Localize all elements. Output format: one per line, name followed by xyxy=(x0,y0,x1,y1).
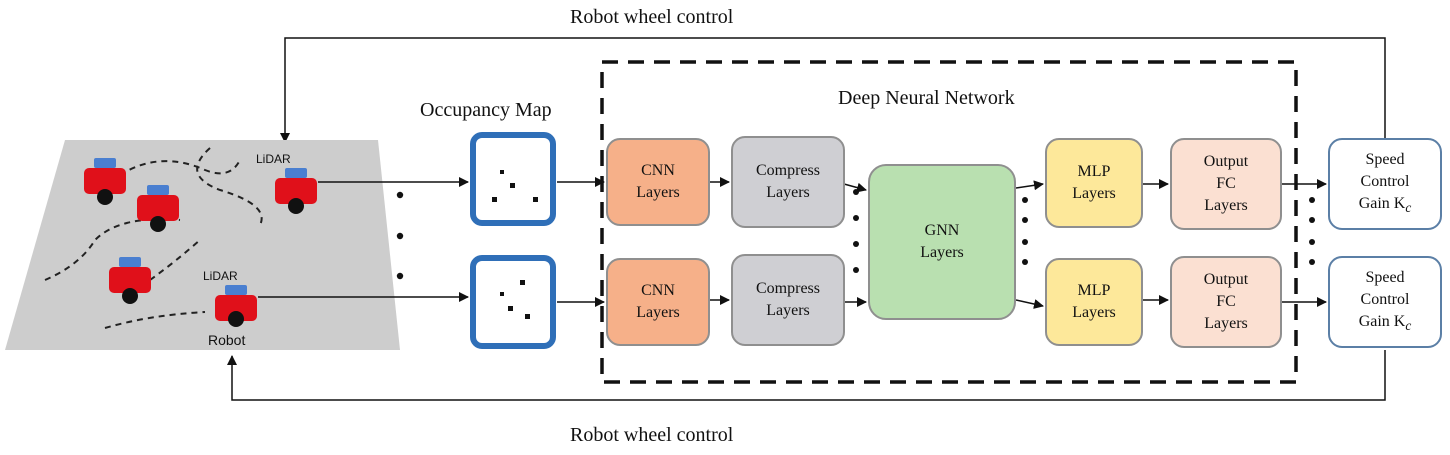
block-line: FC xyxy=(1216,293,1236,310)
block-line: Layers xyxy=(1204,197,1248,214)
lidar-label-bottom: LiDAR xyxy=(203,269,238,283)
top-control-loop xyxy=(280,37,1386,143)
dnn-title: Deep Neural Network xyxy=(838,87,1015,109)
block-line: MLP xyxy=(1077,163,1111,180)
block-line: CNN xyxy=(641,162,675,179)
block-line: Control xyxy=(1360,290,1410,308)
block-line: GNN xyxy=(924,222,960,239)
block-line: Control xyxy=(1360,172,1410,190)
cnn-layers-top: CNN Layers xyxy=(606,138,710,226)
ellipsis-dots xyxy=(396,189,1315,280)
robot-label: Robot xyxy=(208,332,246,348)
top-control-label: Robot wheel control xyxy=(570,6,734,28)
gain-line: Gain Kc xyxy=(1358,312,1412,334)
occupancy-map-top xyxy=(470,132,556,226)
cnn-layers-bottom: CNN Layers xyxy=(606,258,710,346)
robot-icon-lidar-top xyxy=(275,168,317,214)
robot-icon-lidar-bottom xyxy=(215,285,257,327)
robot-icon xyxy=(137,185,179,232)
mlp-layers-bottom: MLP Layers xyxy=(1045,258,1143,346)
block-line: Layers xyxy=(920,244,964,261)
block-line: Compress xyxy=(756,162,820,179)
lidar-label-top: LiDAR xyxy=(256,152,291,166)
gnn-layers: GNN Layers xyxy=(868,164,1016,320)
mlp-layers-top: MLP Layers xyxy=(1045,138,1143,228)
block-line: Speed xyxy=(1365,268,1405,286)
block-line: Layers xyxy=(766,302,810,319)
block-line: Layers xyxy=(636,304,680,321)
block-line: Output xyxy=(1203,153,1249,170)
block-line: Output xyxy=(1203,271,1249,288)
block-line: Layers xyxy=(1204,315,1248,332)
flow-arrows xyxy=(557,177,1327,309)
gain-line: Gain Kc xyxy=(1358,194,1412,216)
block-line: Layers xyxy=(1072,304,1116,321)
bottom-control-label: Robot wheel control xyxy=(570,424,734,446)
block-line: CNN xyxy=(641,282,675,299)
robot-icon xyxy=(84,158,126,205)
robot-icon xyxy=(109,257,151,304)
block-line: Layers xyxy=(766,184,810,201)
block-line: Speed xyxy=(1365,150,1405,168)
block-line: Layers xyxy=(636,184,680,201)
environment-floor xyxy=(5,140,400,350)
dnn-boundary xyxy=(600,60,1298,384)
occupancy-map-bottom xyxy=(470,255,556,349)
occupancy-map-title: Occupancy Map xyxy=(420,99,552,121)
block-line: Compress xyxy=(756,280,820,297)
bottom-control-loop xyxy=(227,350,1386,401)
block-line: MLP xyxy=(1077,282,1111,299)
block-line: FC xyxy=(1216,175,1236,192)
block-line: Layers xyxy=(1072,185,1116,202)
